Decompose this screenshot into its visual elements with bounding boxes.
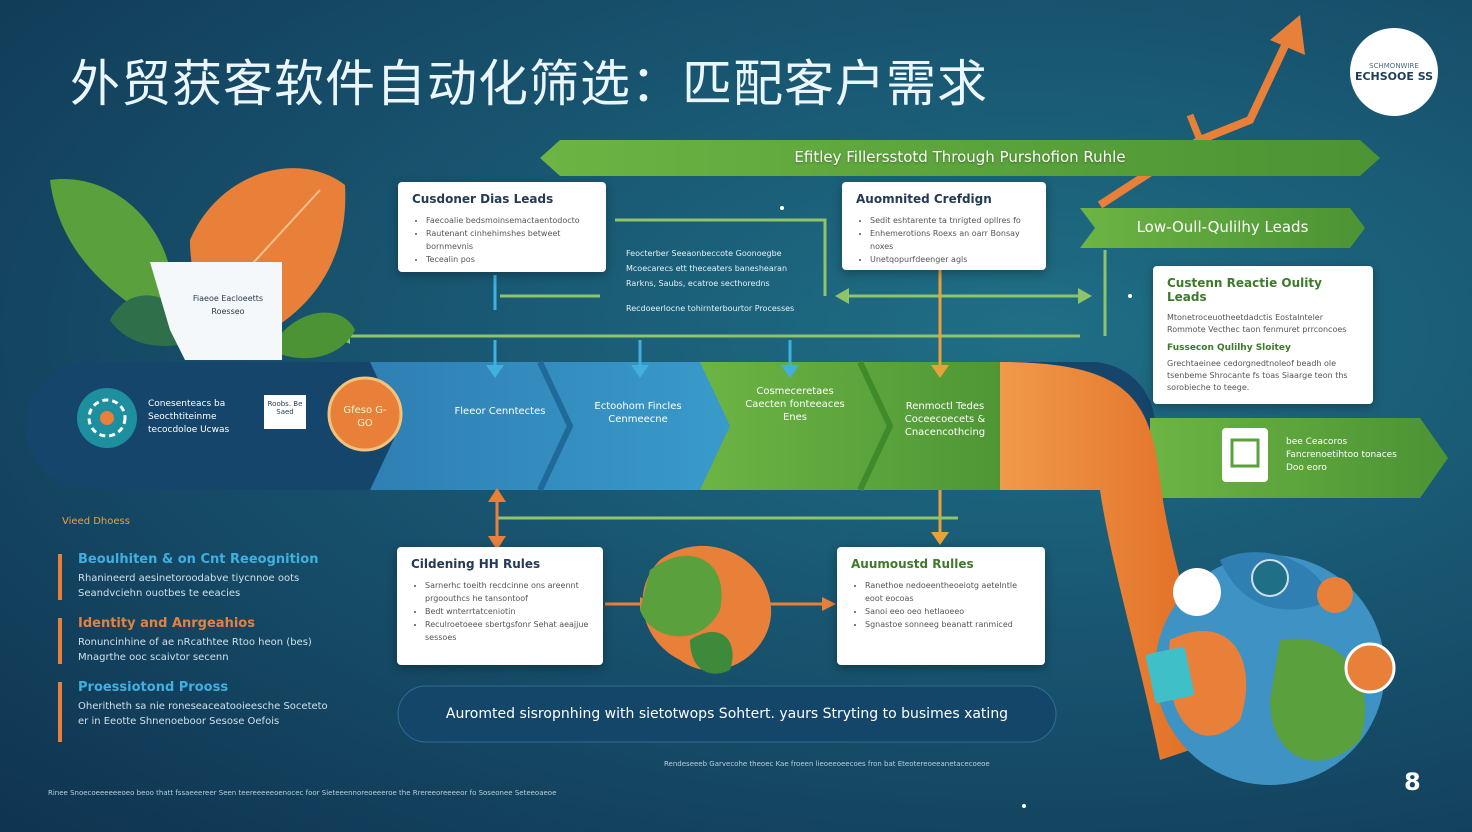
center-text-block: Feocterber Seeaonbeccote Goonoegbe Mcoec… bbox=[626, 246, 836, 316]
top-banner-shape bbox=[540, 140, 1380, 176]
section-title: Identity and Anrgeahios bbox=[78, 616, 255, 631]
card-item: Rautenant cinhehimshes betweet bornmevni… bbox=[426, 227, 592, 253]
footer-left-text: Rinee Snoecoeeeeeeoeo beoo thatt fssaeee… bbox=[48, 789, 557, 797]
brand-logo: SCHMONWIRE ECHSOOE SS bbox=[1350, 28, 1438, 116]
card-item: Ranethoe nedoeentheoeiotg aetelntle eoot… bbox=[865, 579, 1031, 605]
card-clustering-rules: Cildening HH Rules Sarnerhc toeith recdc… bbox=[397, 547, 603, 665]
card-item: Sanoi eeo oeo hetlaoeeo bbox=[865, 605, 1031, 618]
section-text: Rhanineerd aesinetoroodabve tiycnnoe oot… bbox=[78, 573, 300, 599]
band-seg4-text: Renmoctl Tedes Coceecoecets & Cnacencoth… bbox=[904, 401, 986, 438]
band-segment-blue bbox=[370, 362, 750, 490]
top-banner-label: Efitley Fillersstotd Through Purshofion … bbox=[794, 148, 1126, 166]
card-automated-rules: Auumoustd Rulles Ranethoe nedoeentheoeio… bbox=[837, 547, 1045, 665]
card-item: Bedt wnterrtatceniotin bbox=[425, 605, 589, 618]
band-seg2-text: Ectoohom Fincles Cenmeecne bbox=[594, 401, 682, 425]
book-icon bbox=[1145, 646, 1195, 704]
paper-label: Conesenteacs ba Seocthtiteinme tecocdolo… bbox=[180, 292, 276, 318]
badge-bottom-text: Saed bbox=[276, 408, 294, 416]
card-item: Sedit eshtarente ta tnrigted opllres fo bbox=[870, 214, 1032, 227]
band-left-text: Conesenteacs ba Seocthtiteinme tecocdolo… bbox=[148, 399, 230, 435]
card-title: Cusdoner Dias Leads bbox=[412, 192, 554, 206]
document-icon bbox=[264, 395, 306, 429]
card-text: Grechtaeinee cedorgnedtnoleof beadh ole … bbox=[1167, 359, 1348, 392]
lock-icon bbox=[1173, 568, 1221, 616]
bottom-pill-shape bbox=[397, 685, 1057, 743]
section-text: Ronuncinhine of ae nRcathtee Rtoo heon (… bbox=[78, 637, 312, 663]
section-text: Oheritheth sa nie roneseaceatooieesche S… bbox=[78, 701, 328, 727]
right-pointer-text: bee Ceacoros Fancrenoetihtoo tonaces Doo… bbox=[1286, 437, 1397, 473]
leaf-green-left bbox=[50, 179, 174, 330]
card-title: Auomnited Crefdign bbox=[856, 192, 992, 206]
orange-circle bbox=[327, 376, 403, 452]
card-title: Auumoustd Rulles bbox=[851, 557, 974, 571]
footer-center-text: Rendeseeeb Garvecohe theoec Kae froeen l… bbox=[664, 760, 990, 768]
center-line: Recdoeerlocne tohirnterbourtor Processes bbox=[626, 304, 795, 313]
qr-icon bbox=[1222, 428, 1268, 482]
center-line: Mcoecarecs ett theceaters baneshearan bbox=[626, 264, 788, 273]
card-quality-leads: Custenn Reactie Oulity Leads Mtonetroceu… bbox=[1153, 266, 1373, 404]
paper-document bbox=[150, 262, 282, 360]
card-customer-data: Cusdoner Dias Leads Faecoalie bedsmoinse… bbox=[398, 182, 606, 272]
low-banner-label: Low-Oull-Qulilhy Leads bbox=[1136, 218, 1309, 236]
left-panel-label: Vieed Dhoess bbox=[62, 516, 130, 527]
card-item: Sarnerhc toeith recdcinne ons areennt pr… bbox=[425, 579, 589, 605]
band-segment-green bbox=[700, 362, 1040, 490]
card-title: Cildening HH Rules bbox=[411, 557, 541, 571]
section-accent bbox=[58, 618, 62, 664]
band-seg1-text: Fleeor Cenntectes bbox=[454, 406, 546, 417]
left-section-1: Beoulhiten & on Cnt Reeognition Rhaninee… bbox=[58, 552, 338, 601]
page-number: 8 bbox=[1404, 768, 1421, 796]
card-text: Mtonetroceuotheetdadctis Eostalnteler Ro… bbox=[1167, 313, 1347, 334]
orange-circle-text: Gfeso G-GO bbox=[343, 405, 387, 429]
section-accent bbox=[58, 554, 62, 600]
card-item: Faecoalie bedsmoinsemactaentodocto bbox=[426, 214, 592, 227]
card-bullet: Fussecon Qulilhy Sloitey bbox=[1167, 343, 1291, 353]
logo-text: ECHSOOE SS bbox=[1354, 69, 1434, 83]
logo-subtext: SCHMONWIRE bbox=[1369, 61, 1419, 70]
bottom-pill: Auromted sisropnhing with sietotwops Soh… bbox=[445, 706, 1009, 722]
left-section-3: Proessiotond Prooss Oheritheth sa nie ro… bbox=[58, 680, 338, 742]
orange-badge-icon bbox=[1317, 577, 1353, 613]
leaf-green-bottom bbox=[270, 312, 355, 359]
badge-box: Roobs. Be Saed bbox=[264, 400, 306, 416]
card-item: Reculroetoeee sbertgsfonr Sehat aeajjue … bbox=[425, 618, 589, 644]
badge-top-text: Roobs. Be bbox=[267, 400, 303, 408]
center-line: Rarkns, Saubs, ecatroe secthoredns bbox=[626, 279, 770, 288]
section-title: Proessiotond Prooss bbox=[78, 680, 229, 695]
card-item: Sgnastoe sonneeg beanatt ranmiced bbox=[865, 618, 1031, 631]
card-item: Unetqopurfdeenger agls bbox=[870, 253, 1032, 266]
center-line: Feocterber Seeaonbeccote Goonoegbe bbox=[626, 249, 782, 258]
band-seg3-text: Cosmeceretaes Caecten fonteeaces Enes bbox=[745, 386, 845, 423]
card-title: Custenn Reactie Oulity Leads bbox=[1167, 276, 1322, 304]
card-item: Tecealin pos bbox=[426, 253, 592, 266]
section-accent bbox=[58, 682, 62, 742]
low-banner-shape bbox=[1080, 208, 1365, 248]
section-title: Beoulhiten & on Cnt Reeognition bbox=[78, 552, 319, 567]
page-title: 外贸获客软件自动化筛选：匹配客户需求 bbox=[70, 55, 988, 113]
left-section-2: Identity and Anrgeahios Ronuncinhine of … bbox=[58, 616, 338, 665]
card-item: Enhemerotions Roexs an oarr Bonsay noxes bbox=[870, 227, 1032, 253]
card-automated-design: Auomnited Crefdign Sedit eshtarente ta t… bbox=[842, 182, 1046, 270]
